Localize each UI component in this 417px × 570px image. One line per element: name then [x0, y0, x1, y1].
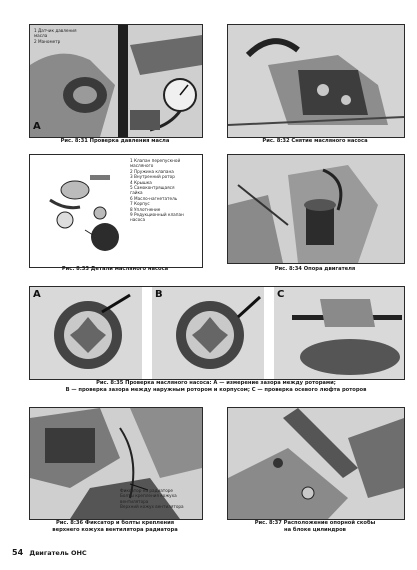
legend-item: Верхний кожух вентилятора — [120, 504, 184, 510]
figure-8-36-caption-line2: верхнего кожуха вентилятора радиатора — [52, 527, 178, 533]
figure-8-34-caption: Рис. 8:34 Опора двигателя — [274, 266, 356, 272]
legend-item: 1 Клапан перепускной — [130, 158, 181, 163]
legend-item: 6 Масло-нагнетатель — [130, 195, 178, 201]
legend-item: 1 Датчик давления — [34, 28, 77, 33]
page-number: 54 — [12, 548, 24, 557]
figure-8-33: 1 Клапан перепускной масляного 2 Пружина… — [29, 154, 203, 268]
figure-8-35-letter-a: A — [33, 289, 41, 300]
figure-8-36-illustration — [30, 408, 202, 519]
figure-8-37-illustration — [228, 408, 404, 519]
figure-8-31-illustration — [30, 25, 202, 137]
page-footer: 54 Двигатель OHC — [12, 548, 87, 557]
figure-8-31-letter: A — [33, 121, 41, 132]
figure-8-32 — [227, 24, 405, 138]
legend-item: насоса — [130, 217, 146, 223]
figure-8-32-caption: Рис. 8:32 Снятие масляного насоса — [262, 138, 368, 144]
figure-8-35-caption-line1: Рис. 8:35 Проверка масляного насоса: А —… — [96, 380, 336, 386]
legend-item: 5 Самоконтрящаяся — [130, 185, 175, 191]
figure-8-35-letter-b: B — [155, 289, 163, 300]
figure-8-35-illustration — [30, 287, 404, 379]
figure-8-31: 1 Датчик давления масла 2 Манометр A — [29, 24, 203, 138]
legend-item: масляного — [130, 163, 154, 169]
figure-8-34-illustration — [228, 155, 404, 263]
figure-8-34 — [227, 154, 405, 264]
figure-8-37-caption-line2: на блоке цилиндров — [284, 527, 346, 533]
figure-8-35: A B C — [29, 286, 405, 380]
figure-8-36-caption-line1: Рис. 8:36 Фиксатор и болты крепления — [55, 520, 175, 526]
figure-8-35-caption-line2: B — проверка зазора между наружным ротор… — [65, 387, 367, 393]
legend-item: масла — [34, 33, 48, 39]
figure-8-37 — [227, 407, 405, 520]
legend-item: 4 Крышка — [130, 179, 152, 185]
figure-8-32-illustration — [228, 25, 404, 137]
figure-8-36: Фиксатор на радиаторе Болты крепления ко… — [29, 407, 203, 520]
legend-item: 7 Корпус — [130, 201, 150, 207]
figure-8-33-illustration — [30, 155, 202, 267]
figure-8-35-letter-c: C — [277, 289, 285, 300]
legend-item: 3 Внутренний ротор — [130, 174, 175, 180]
legend-item: 8 Уплотнение — [130, 206, 161, 212]
figure-8-33-legend: 1 Клапан перепускной масляного 2 Пружина… — [130, 158, 184, 223]
figure-8-37-caption-line1: Рис. 8:37 Расположение опорной скобы — [254, 520, 376, 526]
footer-title: Двигатель OHC — [29, 549, 87, 557]
legend-item: 2 Пружина клапана — [130, 168, 174, 174]
legend-item: Фиксатор на радиаторе — [120, 488, 173, 493]
figure-8-36-legend: Фиксатор на радиаторе Болты крепления ко… — [120, 488, 184, 510]
legend-item: Болты крепления кожуха — [120, 493, 177, 499]
legend-item: вентилятора — [120, 498, 149, 504]
figure-8-33-caption: Рис. 8:33 Детали масляного насоса — [61, 266, 169, 272]
legend-item: 9 Редукционный клапан — [130, 212, 184, 218]
legend-item: гайка — [130, 190, 143, 196]
figure-8-31-legend: 1 Датчик давления масла 2 Манометр — [34, 28, 77, 44]
figure-8-31-caption: Рис. 8:31 Проверка давления масла — [60, 138, 170, 144]
legend-item: 2 Манометр — [34, 38, 61, 44]
